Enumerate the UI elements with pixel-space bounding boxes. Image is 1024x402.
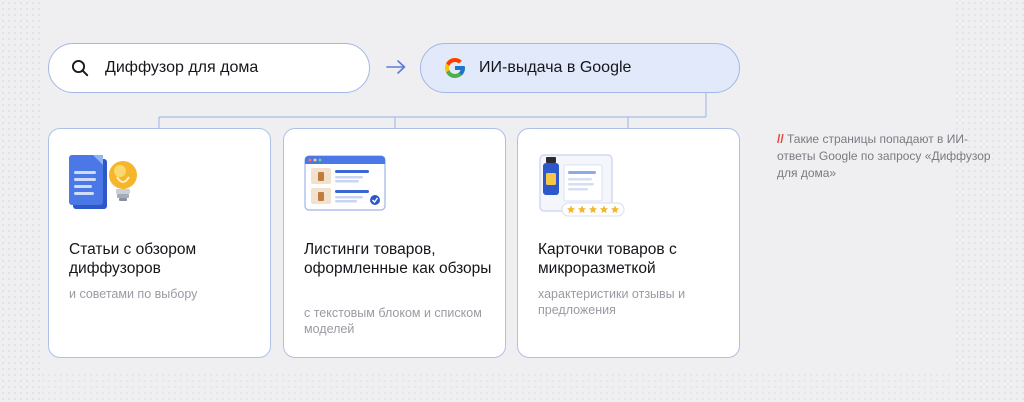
search-icon [71,59,89,77]
document-lightbulb-icon [69,153,141,220]
note-text: Такие страницы попадают в ИИ-ответы Goog… [777,132,991,180]
listing-window-icon [304,153,386,218]
card-listings[interactable]: Листинги товаров, оформленные как обзоры… [283,128,506,358]
card-subtitle: с текстовым блоком и списком моделей [304,306,482,336]
google-ai-label: ИИ-выдача в Google [479,59,632,76]
product-card-stars-icon [538,153,628,224]
side-note: // Такие страницы попадают в ИИ-ответы G… [777,131,997,182]
card-title: Карточки товаров с микроразметкой [538,241,677,277]
card-articles[interactable]: Статьи с обзором диффузоров и советами п… [48,128,271,358]
google-logo-icon [443,56,467,80]
dot-pattern-bottom [40,372,950,402]
search-box[interactable]: Диффузор для дома [48,43,370,93]
card-product-pages[interactable]: Карточки товаров с микроразметкой характ… [517,128,740,358]
search-query: Диффузор для дома [105,59,259,76]
dot-pattern-left [0,0,40,402]
card-subtitle: характеристики отзывы и предложения [538,287,686,317]
flow-arrow-icon [385,59,407,80]
google-ai-results-box[interactable]: ИИ-выдача в Google [420,43,740,93]
note-marker: // [777,132,784,146]
card-title: Листинги товаров, оформленные как обзоры [304,241,492,277]
card-title: Статьи с обзором диффузоров [69,241,197,277]
card-subtitle: и советами по выбору [69,287,198,301]
dot-pattern-right [954,0,1024,402]
